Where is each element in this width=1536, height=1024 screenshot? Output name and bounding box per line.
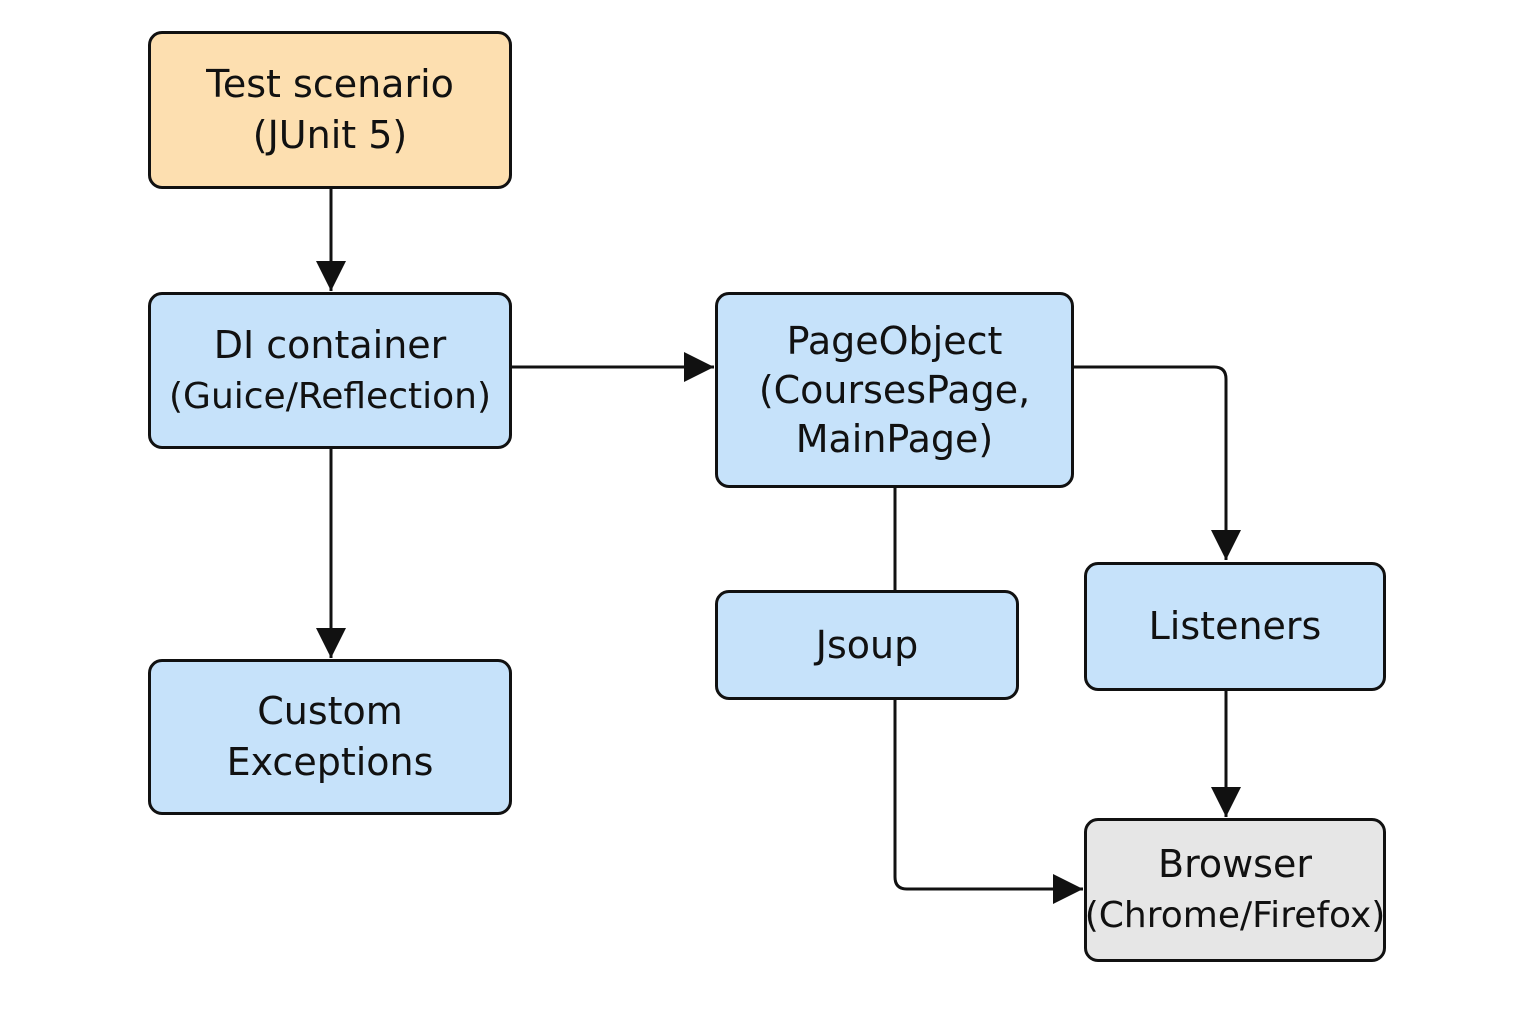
page-object-line3: MainPage) <box>795 416 994 461</box>
custom-exceptions-node: Custom Exceptions <box>148 659 512 815</box>
browser-node: Browser (Chrome/Firefox) <box>1084 818 1386 962</box>
edge-page-object-to-listeners <box>1073 365 1241 560</box>
browser-subtitle: (Chrome/Firefox) <box>1084 895 1386 936</box>
test-scenario-node: Test scenario (JUnit 5) <box>148 31 512 189</box>
jsoup-label: Jsoup <box>815 622 919 667</box>
page-object-title: PageObject <box>786 318 1003 363</box>
jsoup-node: Jsoup <box>715 590 1019 700</box>
di-container-subtitle: (Guice/Reflection) <box>169 375 491 417</box>
edge-jsoup-to-browser <box>893 699 1083 904</box>
test-scenario-title: Test scenario <box>206 62 454 106</box>
browser-title: Browser <box>1158 842 1312 886</box>
di-container-title: DI container <box>213 322 447 367</box>
custom-exceptions-line2: Exceptions <box>226 740 434 784</box>
di-container-node: DI container (Guice/Reflection) <box>148 292 512 449</box>
listeners-node: Listeners <box>1084 562 1386 691</box>
page-object-node: PageObject (CoursesPage, MainPage) <box>715 292 1074 488</box>
listeners-label: Listeners <box>1148 604 1322 648</box>
custom-exceptions-line1: Custom <box>257 689 403 733</box>
page-object-line2: (CoursesPage, <box>758 367 1031 412</box>
test-scenario-subtitle: (JUnit 5) <box>252 113 408 157</box>
